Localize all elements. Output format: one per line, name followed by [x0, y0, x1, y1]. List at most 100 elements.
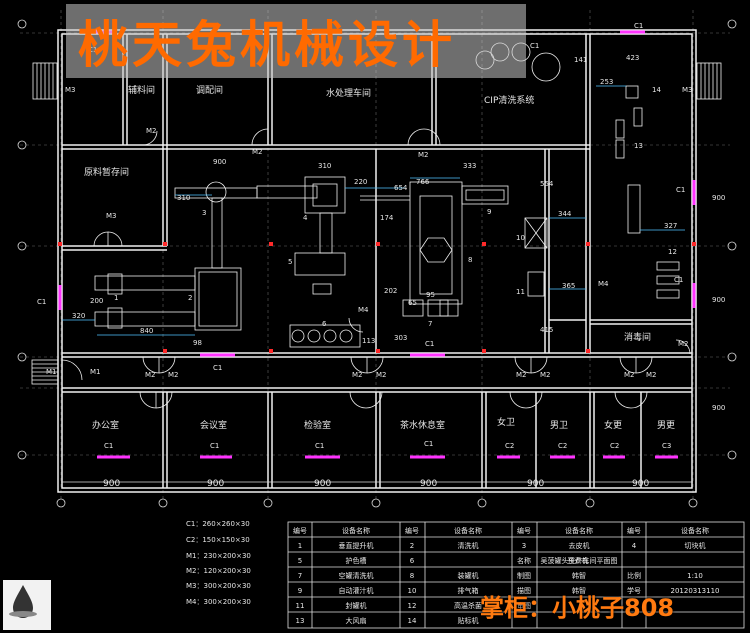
door-m1-b: M1	[46, 368, 57, 376]
table-cell: 制图	[517, 571, 531, 580]
win-c1-k: C1	[315, 442, 324, 450]
table-cell: 编号	[627, 526, 641, 535]
axis-bubbles	[17, 19, 737, 508]
table-cell: 设备名称	[565, 526, 593, 535]
shop-logo	[3, 580, 51, 630]
table-cell: 6	[410, 557, 415, 565]
dim-253: 253	[600, 78, 613, 86]
dim-141: 141	[574, 56, 587, 64]
dim-365: 365	[562, 282, 575, 290]
eq-1: 1	[114, 294, 118, 302]
table-cell: 1	[298, 542, 302, 550]
dim-900-3: 900	[314, 479, 331, 489]
dim-554: 554	[540, 180, 554, 188]
room-tea: 茶水休息室	[400, 419, 445, 431]
dim-900-7: 900	[712, 194, 725, 202]
room-aux: 辅料间	[128, 84, 155, 96]
legend-3: M2：120×200×30	[186, 567, 251, 575]
dim-310-b: 310	[318, 162, 331, 170]
table-cell: 审图	[517, 601, 531, 610]
door-m3-c: M3	[106, 212, 117, 220]
table-cell: 护色槽	[346, 556, 367, 565]
door-m2-k: M2	[646, 371, 657, 379]
table-cell: 垂直提升机	[339, 541, 374, 550]
door-m2-i: M2	[540, 371, 551, 379]
water-drop-icon	[9, 585, 37, 618]
eq-7: 7	[428, 320, 432, 328]
table-cell: 编号	[405, 526, 419, 535]
dim-202: 202	[384, 287, 397, 295]
win-c1-h: C1	[425, 340, 434, 348]
win-c1-g: C1	[213, 364, 222, 372]
table-cell: 3	[522, 542, 526, 550]
eq-4: 4	[303, 214, 308, 222]
win-c1-c: C1	[634, 22, 643, 30]
dim-320: 320	[72, 312, 85, 320]
table-cell: 韩智	[572, 571, 586, 580]
dim-900-6: 900	[632, 479, 649, 489]
walls	[57, 29, 697, 493]
door-m2-f: M2	[352, 371, 363, 379]
eq-3: 3	[202, 209, 206, 217]
dim-766: 766	[416, 178, 430, 186]
eq-5: 5	[288, 258, 292, 266]
table-cell: 11	[296, 602, 305, 610]
dimension-lines	[62, 85, 685, 336]
dim-415: 415	[540, 326, 553, 334]
table-cell: 名称	[517, 556, 531, 565]
table-cell: 编号	[517, 526, 531, 535]
legend-1: C2：150×150×30	[186, 536, 250, 544]
win-c2-c: C2	[558, 442, 567, 450]
table-cell: 大风扇	[346, 616, 367, 625]
table-cell: 9	[298, 587, 302, 595]
table-cell: 7	[298, 572, 302, 580]
room-ch-f: 女更	[604, 419, 622, 431]
win-c1-l: C1	[424, 440, 433, 448]
door-m2-j: M2	[624, 371, 635, 379]
table-cell: 2	[410, 542, 414, 550]
win-c2-d: C2	[610, 442, 619, 450]
column-markers	[58, 242, 696, 353]
door-m3-b: M3	[682, 86, 693, 94]
windows	[58, 30, 696, 459]
table-cell: 空罐清洗机	[339, 571, 374, 580]
table-cell: 高温杀菌	[454, 601, 482, 610]
watermark-banner: 桃天兔机械设计	[66, 4, 526, 78]
door-m2-d: M2	[145, 371, 156, 379]
door-m2-b: M2	[252, 148, 263, 156]
legend-2: M1：230×200×30	[186, 552, 251, 560]
dim-900-4: 900	[420, 479, 437, 489]
table-cell: 韩智	[572, 586, 586, 595]
table-cell: 清洗机	[458, 541, 479, 550]
table-cell: 去皮机	[569, 541, 590, 550]
dim-65: 65	[408, 299, 417, 307]
dim-840: 840	[140, 327, 153, 335]
table-cell: 12	[408, 602, 417, 610]
table-cell: 学号	[627, 586, 641, 595]
table-cell: 1:10	[687, 572, 703, 580]
table-cell: 切块机	[685, 541, 706, 550]
table-cell: 预煮机	[568, 556, 589, 565]
table-cell: 描图	[517, 586, 531, 595]
win-c2-b: C2	[505, 442, 514, 450]
stairs	[31, 62, 722, 385]
legend-0: C1：260×260×30	[186, 520, 250, 528]
dim-310-a: 310	[177, 194, 190, 202]
door-m2-c: M2	[418, 151, 429, 159]
dim-900-2: 900	[207, 479, 224, 489]
table-cell: 设备名称	[454, 526, 482, 535]
dim-423: 423	[626, 54, 639, 62]
door-swings	[61, 128, 691, 409]
equipment-table-grid	[287, 521, 745, 629]
room-wc-m: 男卫	[550, 420, 568, 431]
eq-10: 10	[516, 234, 525, 242]
room-office: 办公室	[92, 419, 119, 431]
door-m2-e: M2	[168, 371, 179, 379]
dim-900-9: 900	[712, 404, 725, 412]
win-c1-i: C1	[104, 442, 113, 450]
dim-333: 333	[463, 162, 476, 170]
eq-8: 8	[468, 256, 472, 264]
table-cell: 10	[408, 587, 417, 595]
